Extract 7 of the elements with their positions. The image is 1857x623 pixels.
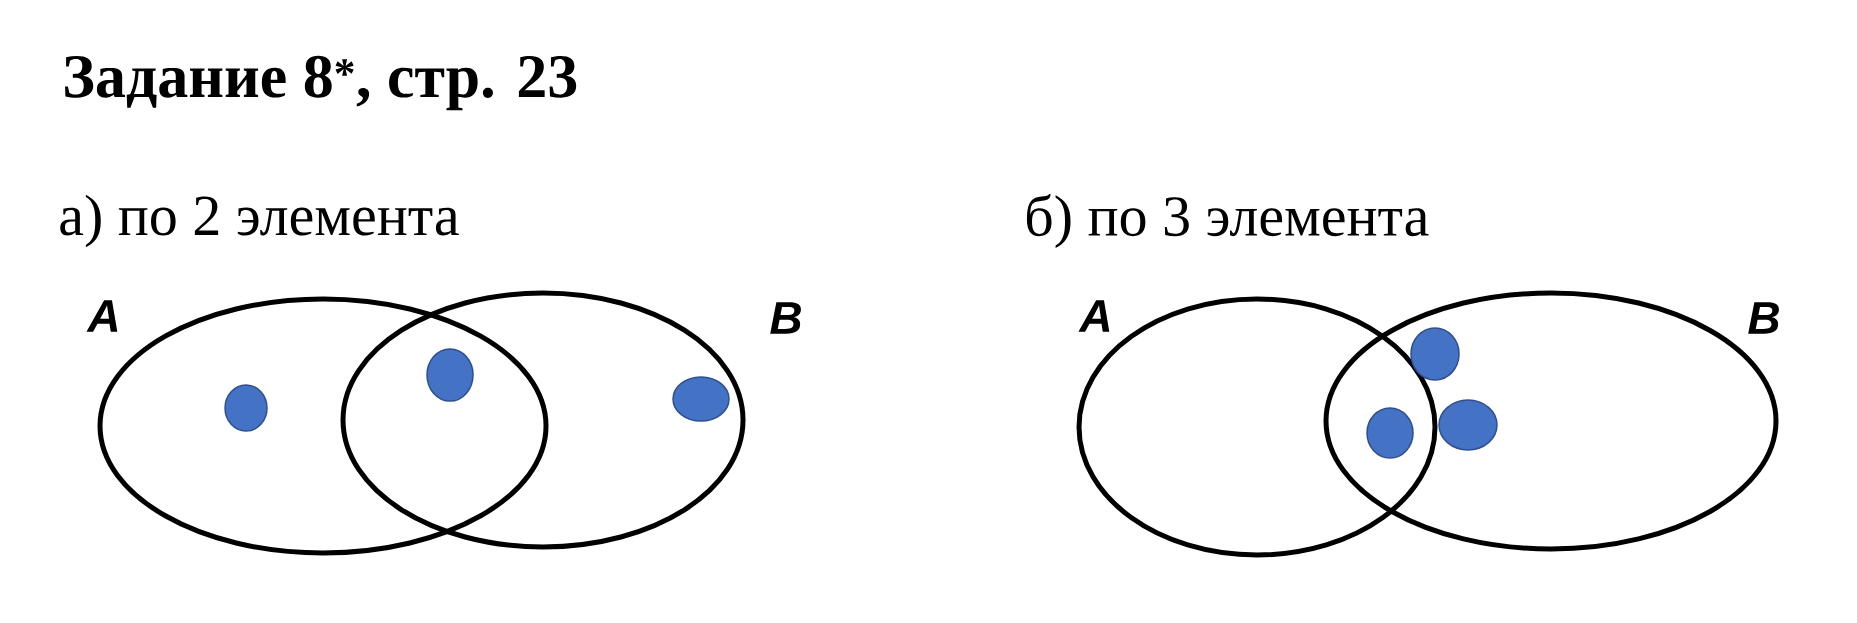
- set-label: B: [1748, 302, 1779, 334]
- set-label: A: [86, 300, 118, 332]
- set-label: B: [770, 302, 801, 334]
- subtitle: б) по 3 элемента: [1026, 194, 1429, 248]
- title: Задание 8$^{*}$, стр. 23: [65, 55, 577, 111]
- set-label: A: [1078, 300, 1110, 332]
- subtitle: а) по 2 элемента: [60, 194, 459, 248]
